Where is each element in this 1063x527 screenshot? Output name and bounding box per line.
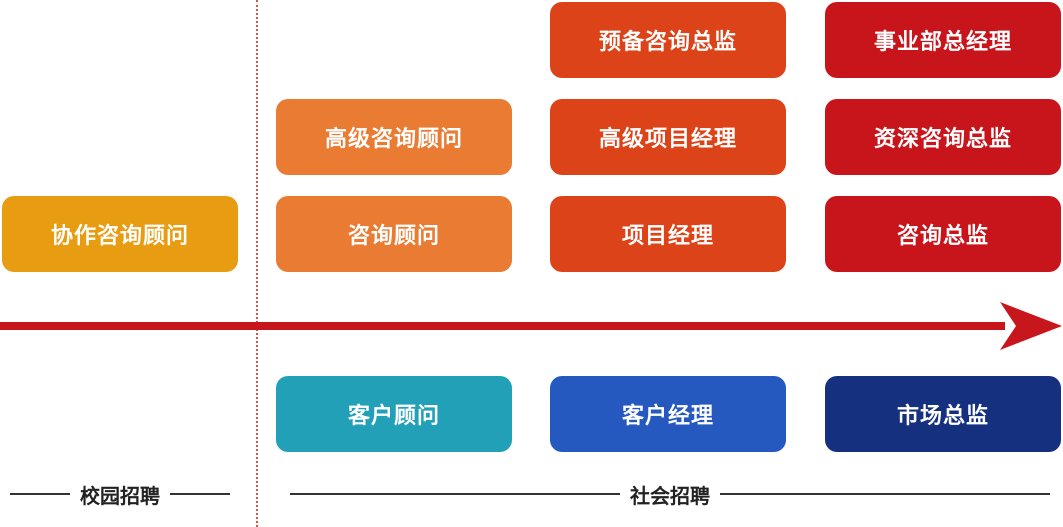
campus-recruitment-label: 校园招聘 bbox=[10, 478, 230, 510]
social-recruitment-text: 社会招聘 bbox=[630, 483, 710, 508]
role-senior-consulting-director: 资深咨询总监 bbox=[825, 99, 1061, 175]
social-recruitment-label: 社会招聘 bbox=[290, 478, 1050, 510]
role-label: 客户顾问 bbox=[347, 404, 440, 429]
divider-line bbox=[10, 493, 70, 495]
role-project-manager: 项目经理 bbox=[550, 196, 786, 272]
campus-social-divider bbox=[256, 0, 258, 527]
role-bu-general-manager: 事业部总经理 bbox=[825, 2, 1061, 78]
role-label: 市场总监 bbox=[896, 404, 989, 429]
arrow-head bbox=[1000, 302, 1062, 350]
role-label: 资深咨询总监 bbox=[873, 127, 1012, 152]
role-consultant: 咨询顾问 bbox=[276, 196, 512, 272]
role-label: 高级咨询顾问 bbox=[324, 127, 463, 152]
role-label: 高级项目经理 bbox=[598, 127, 737, 152]
campus-recruitment-text: 校园招聘 bbox=[80, 483, 160, 508]
role-senior-project-manager: 高级项目经理 bbox=[550, 99, 786, 175]
divider-line bbox=[170, 493, 230, 495]
role-reserve-director: 预备咨询总监 bbox=[550, 2, 786, 78]
arrow-shaft bbox=[0, 322, 1005, 330]
role-label: 预备咨询总监 bbox=[598, 30, 737, 55]
divider-line bbox=[290, 493, 620, 495]
divider-line bbox=[720, 493, 1050, 495]
role-marketing-director: 市场总监 bbox=[825, 376, 1061, 452]
role-label: 协作咨询顾问 bbox=[50, 224, 189, 249]
role-account-manager: 客户经理 bbox=[550, 376, 786, 452]
role-client-consultant: 客户顾问 bbox=[276, 376, 512, 452]
role-label: 事业部总经理 bbox=[873, 30, 1012, 55]
role-label: 客户经理 bbox=[621, 404, 714, 429]
role-label: 咨询总监 bbox=[896, 224, 989, 249]
role-senior-consultant: 高级咨询顾问 bbox=[276, 99, 512, 175]
role-label: 咨询顾问 bbox=[347, 224, 440, 249]
role-collab-consultant: 协作咨询顾问 bbox=[2, 196, 238, 272]
role-consulting-director: 咨询总监 bbox=[825, 196, 1061, 272]
role-label: 项目经理 bbox=[621, 224, 714, 249]
career-progression-arrow bbox=[0, 302, 1062, 350]
